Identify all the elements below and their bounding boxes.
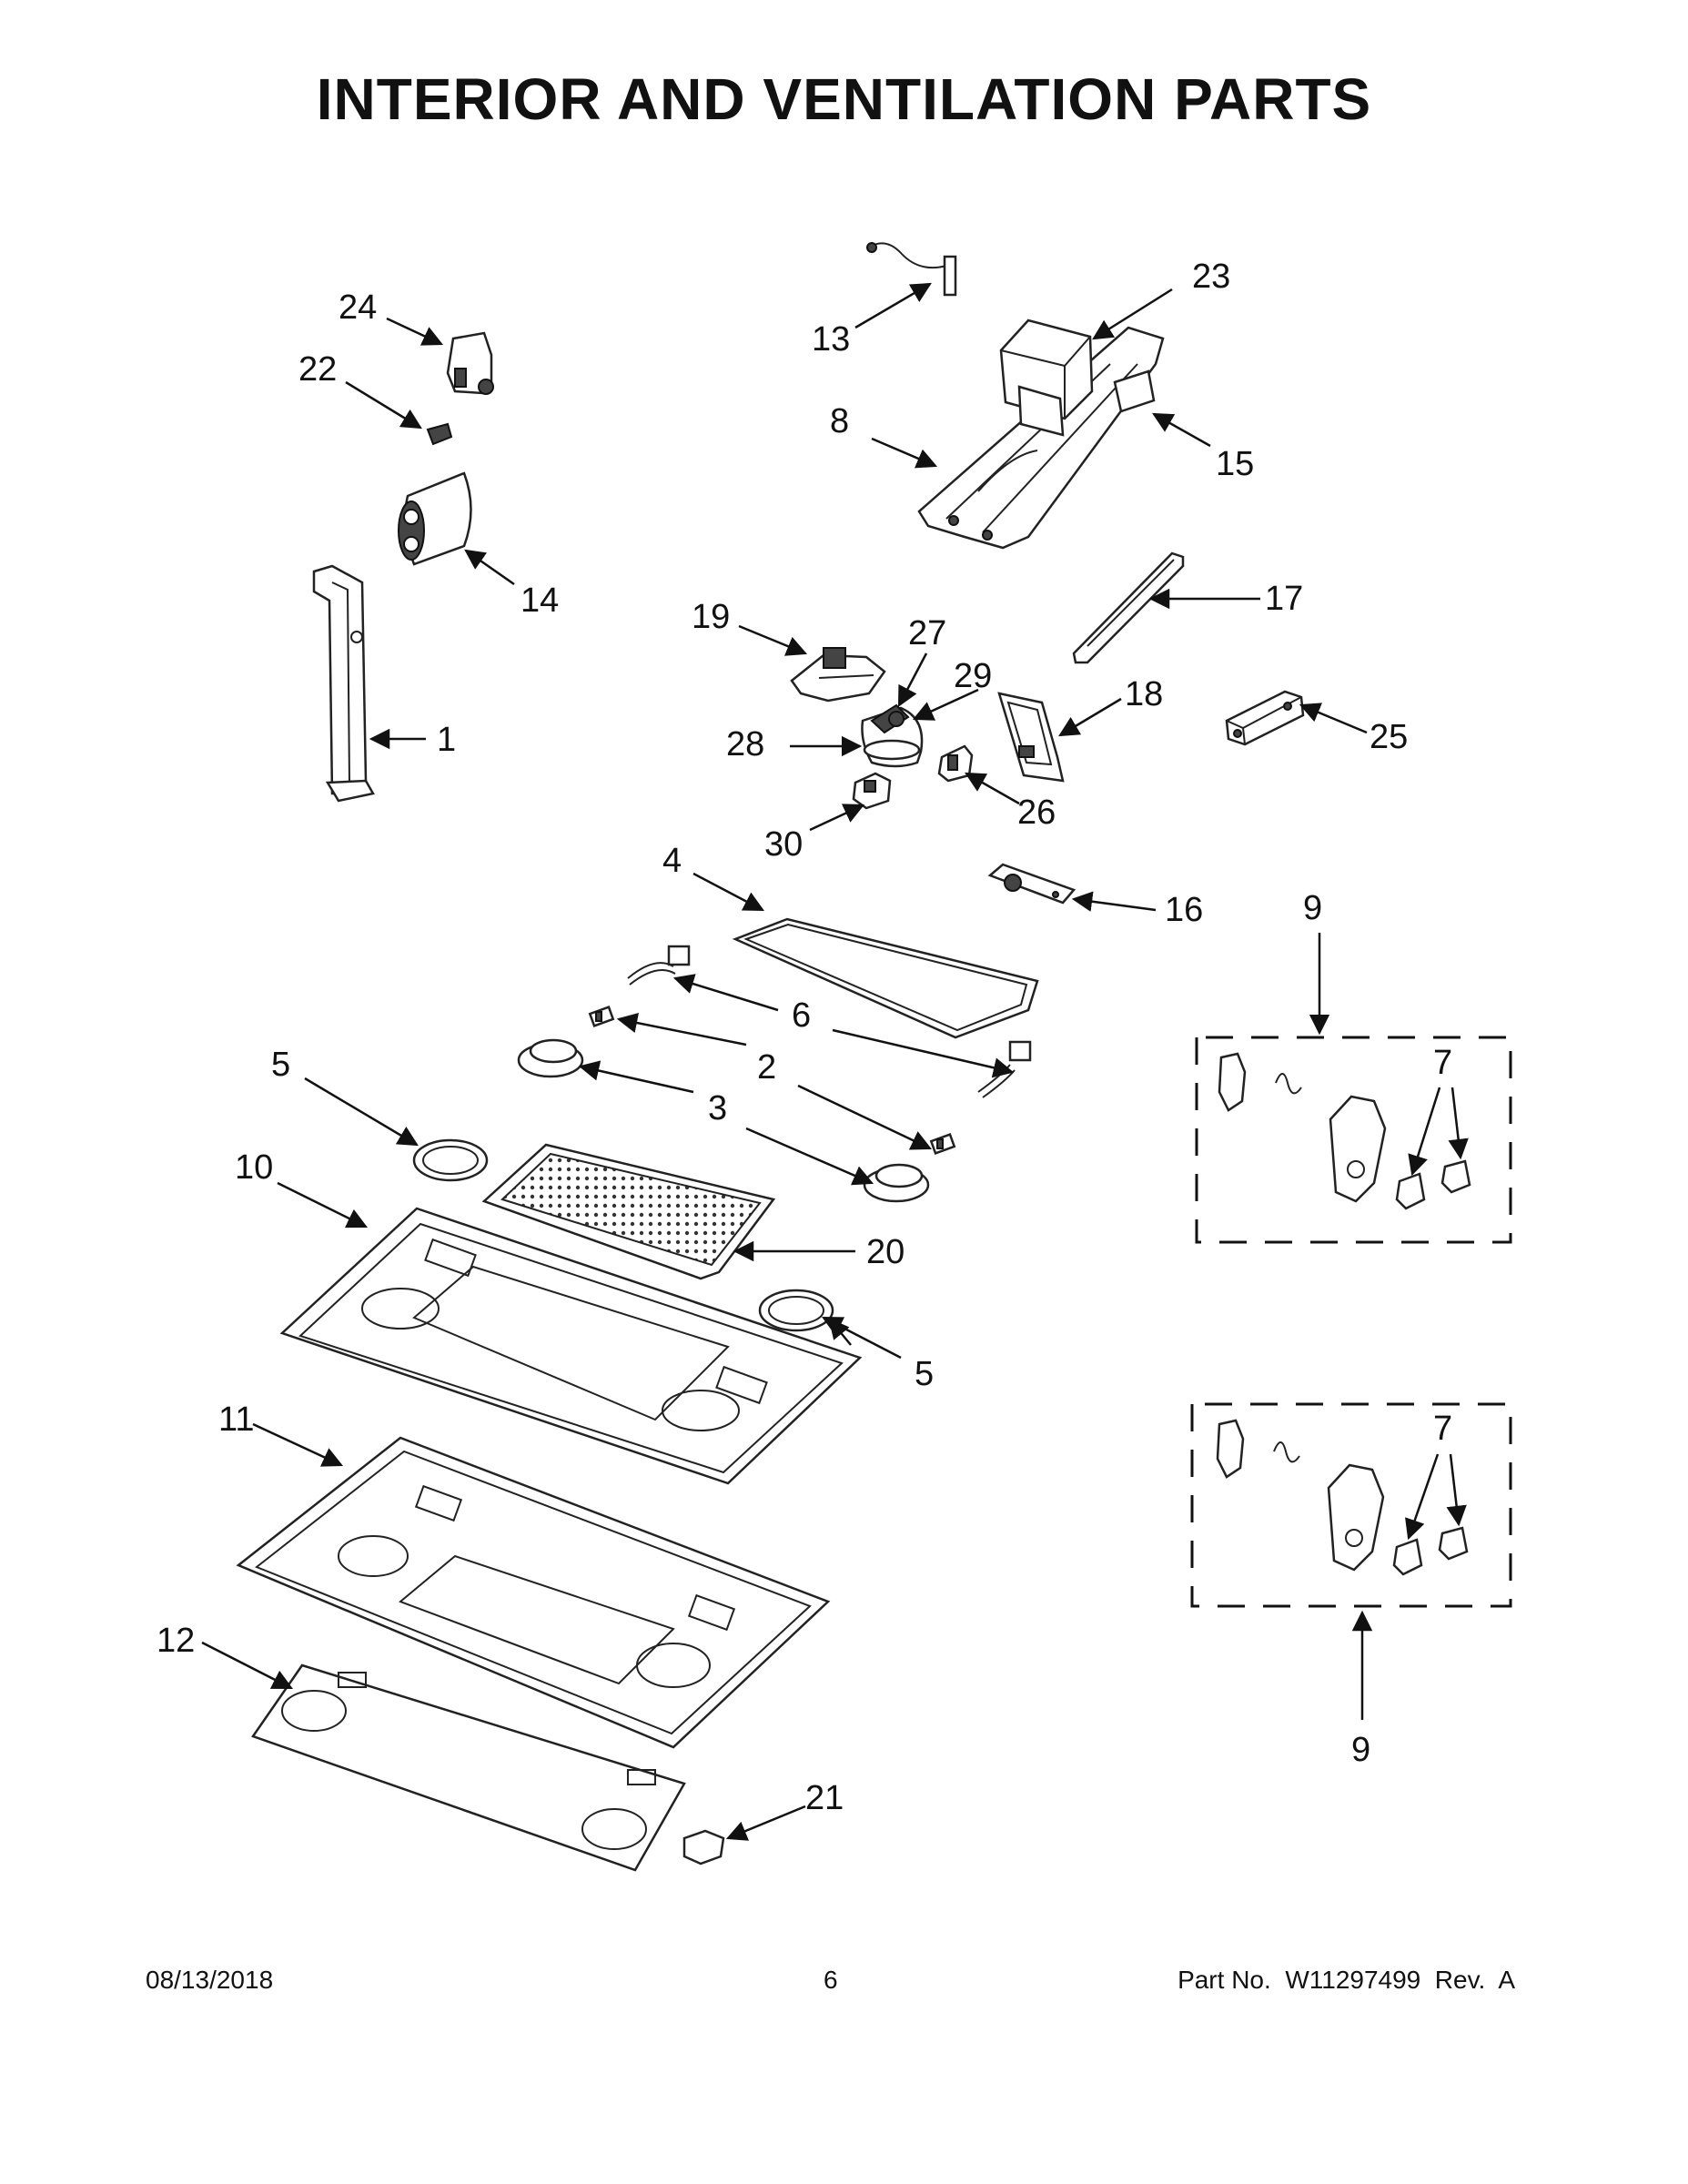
callout-12: 12 [157,1622,195,1660]
part-20-vent-grill [481,1143,776,1280]
part-9-kit-box-lower [1190,1402,1512,1608]
part-23-transformer [999,318,1094,437]
callout-15: 15 [1216,445,1254,483]
part-5-ring-left [412,1138,489,1182]
part-17-rail [1072,551,1185,664]
part-9-kit-box-upper [1195,1036,1512,1244]
callout-20: 20 [866,1233,905,1271]
part-3-lens-left [517,1038,584,1078]
callout-25: 25 [1370,718,1408,756]
callout-labels: 24 22 14 1 13 23 8 15 17 19 27 29 28 18 … [157,258,1452,1817]
callout-28: 28 [726,725,764,763]
part-30-switch [852,772,892,810]
callout-30: 30 [764,825,803,864]
part-11-bottom-pan [236,1436,831,1749]
callout-19: 19 [692,598,730,636]
part-5-ring-right [758,1289,834,1332]
callout-7-upper: 7 [1433,1044,1452,1082]
callout-21: 21 [805,1779,844,1817]
part-10-cavity-top [279,1207,863,1485]
part-7-switch-b [1440,1159,1471,1194]
part-15-diode [1113,369,1156,413]
footer-page-number: 6 [824,1966,838,1994]
callout-5-right: 5 [915,1355,934,1393]
part-6-harness-right [977,1040,1032,1098]
part-7-switch-c [1392,1538,1423,1576]
callout-24: 24 [339,288,377,327]
callout-23: 23 [1192,258,1230,296]
callout-5-left: 5 [271,1046,290,1084]
callout-17: 17 [1265,580,1303,618]
callout-26: 26 [1017,794,1056,832]
callout-9-lower: 9 [1351,1731,1370,1769]
callout-14: 14 [521,581,559,620]
part-24-bracket [446,331,494,395]
callout-27: 27 [908,614,946,652]
callout-2: 2 [757,1048,776,1087]
part-4-gasket [732,917,1039,1039]
part-3-lens-right [863,1163,930,1203]
page-title: INTERIOR AND VENTILATION PARTS [316,66,1372,132]
part-7-switch-d [1438,1526,1469,1561]
part-6-harness-left [627,945,691,986]
part-18-frame [997,692,1065,783]
callout-16: 16 [1165,891,1203,929]
part-1-support-bracket [312,564,375,803]
callout-8: 8 [830,402,849,440]
callout-13: 13 [812,320,850,359]
part-7-switch-a [1395,1172,1426,1210]
part-16-control-board [987,863,1076,905]
footer-part-number: Part No. W11297499 Rev. A [1178,1966,1515,1994]
callout-1: 1 [437,721,456,759]
part-14-capacitor [398,471,472,566]
part-2-socket-left [588,1006,615,1027]
part-22-clip [426,422,453,446]
part-13-thermistor [866,242,957,297]
callout-18: 18 [1125,675,1163,713]
callout-4: 4 [662,842,682,880]
part-25-bracket [1225,690,1305,746]
callout-11: 11 [218,1400,254,1439]
callout-3: 3 [708,1089,727,1127]
part-2-socket-right [929,1133,956,1155]
part-21-foot [682,1829,725,1866]
callout-22: 22 [298,350,337,389]
callout-6: 6 [792,996,811,1035]
callout-7-lower: 7 [1433,1410,1452,1448]
callout-10: 10 [235,1148,273,1187]
callout-9-upper: 9 [1303,889,1322,927]
part-19-damper [790,647,886,703]
footer-date: 08/13/2018 [146,1966,274,1994]
part-29-hub [888,711,905,727]
leader-lines [201,282,1469,1841]
callout-29: 29 [954,657,992,695]
part-26-clip [937,744,974,783]
